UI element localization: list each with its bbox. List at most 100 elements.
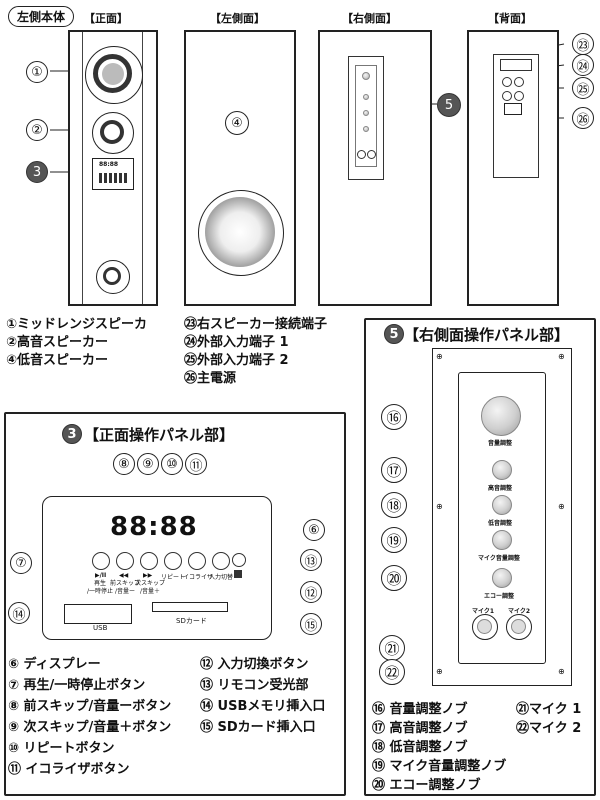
front-legend-left: ⑥ ディスプレー ⑦ 再生/一時停止ボタン ⑧ 前スキップ/音量ーボタン ⑨ 次… (8, 654, 171, 780)
echo-knob-label: エコー調整 (484, 593, 515, 600)
mini-display: 88:88 (99, 161, 119, 168)
legend-item: ⑥ ディスプレー (8, 657, 101, 672)
marker-1: ① (26, 61, 48, 83)
legend-item: ㉓右スピーカー接続端子 (184, 317, 328, 332)
marker-21: ㉑ (379, 635, 405, 661)
woofer-speaker (198, 190, 284, 276)
view-label-front: 【正面】 (84, 12, 128, 25)
unit-legend-left: ①ミッドレンジスピーカ ②高音スピーカー ④低音スピーカー (6, 316, 147, 370)
side-panel-title: 【右側面操作パネル部】 (404, 326, 570, 344)
legend-item: ④低音スピーカー (6, 353, 109, 368)
right-side-view (318, 30, 432, 306)
marker-3: 3 (26, 161, 48, 183)
legend-item: ⑭ USBメモリ挿入口 (200, 699, 326, 714)
unit-legend-right: ㉓右スピーカー接続端子 ㉔外部入力端子 1 ㉕外部入力端子 2 ㉖主電源 (184, 316, 327, 388)
legend-item: ㉑マイク 1 (516, 702, 582, 717)
next-skip-button[interactable] (140, 552, 158, 570)
treble-knob[interactable] (492, 460, 512, 480)
midrange-speaker (85, 46, 143, 104)
echo-knob[interactable] (492, 568, 512, 588)
mic-volume-knob[interactable] (492, 530, 512, 550)
bass-knob-label: 低音調整 (488, 520, 513, 527)
legend-item: ⑳ エコー調整ノブ (372, 778, 481, 793)
view-label-right: 【右側面】 (342, 12, 397, 25)
volume-knob-label: 音量調整 (488, 440, 513, 447)
repeat-button[interactable] (164, 552, 182, 570)
view-label-back: 【背面】 (488, 12, 532, 25)
marker-10: ⑩ (161, 453, 183, 475)
marker-23: ㉓ (572, 33, 594, 55)
view-label-left: 【左側面】 (210, 12, 265, 25)
legend-item: ⑱ 低音調整ノブ (372, 740, 468, 755)
front-panel-section (4, 412, 346, 796)
legend-item: ㉔外部入力端子 1 (184, 335, 289, 350)
left-side-view (184, 30, 296, 306)
volume-knob[interactable] (481, 396, 521, 436)
mini-front-panel: 88:88 (92, 158, 134, 190)
marker-7: ⑦ (10, 552, 32, 574)
sd-slot[interactable] (152, 602, 228, 612)
marker-5: 5 (437, 93, 461, 117)
main-unit-label: 左側本体 (8, 6, 75, 27)
aux-input-1 (502, 77, 512, 87)
marker-4: ④ (225, 111, 249, 135)
marker-9: ⑨ (137, 453, 159, 475)
marker-18: ⑱ (381, 492, 407, 518)
marker-15: ⑮ (300, 613, 322, 635)
usb-slot[interactable] (64, 604, 132, 624)
marker-6: ⑥ (303, 519, 325, 541)
legend-item: ⑯ 音量調整ノブ (372, 702, 468, 717)
legend-item: ㉕外部入力端子 2 (184, 353, 289, 368)
mic-volume-knob-label: マイク音量調整 (478, 555, 520, 562)
legend-item: ⑪ イコライザボタン (8, 762, 130, 777)
marker-19: ⑲ (381, 527, 407, 553)
front-panel-title: 【正面操作パネル部】 (84, 426, 235, 444)
marker-13: ⑬ (300, 549, 322, 571)
legend-item: ⑬ リモコン受光部 (200, 678, 309, 693)
equalizer-button[interactable] (188, 552, 206, 570)
display: 88:88 (110, 512, 198, 542)
front-panel-title-marker: 3 (62, 424, 82, 444)
repeat-label: リピート (160, 574, 185, 581)
back-panel (493, 54, 539, 178)
play-pause-label: 再生 /一時停止 (86, 580, 114, 595)
remote-sensor (232, 553, 246, 567)
bass-knob[interactable] (492, 495, 512, 515)
speaker-terminal (500, 59, 532, 71)
legend-item: ②高音スピーカー (6, 335, 109, 350)
mini-side-panel (348, 56, 384, 180)
legend-item: ⑩ リピートボタン (8, 741, 115, 756)
input-select-button[interactable] (212, 552, 230, 570)
marker-11: ⑪ (185, 453, 207, 475)
mic1-jack[interactable] (472, 614, 498, 640)
mic2-jack[interactable] (506, 614, 532, 640)
side-legend-left: ⑯ 音量調整ノブ ⑰ 高音調整ノブ ⑱ 低音調整ノブ ⑲ マイク音量調整ノブ ⑳… (372, 700, 506, 795)
prev-skip-label: 前スキップ /音量ー (109, 580, 140, 595)
side-panel-plate (432, 348, 572, 686)
prev-skip-button[interactable] (116, 552, 134, 570)
legend-item: ⑨ 次スキップ/音量＋ボタン (8, 720, 172, 735)
marker-8: ⑧ (113, 453, 135, 475)
prev-icon: ◀◀ (119, 572, 129, 579)
legend-item: ⑧ 前スキップ/音量ーボタン (8, 699, 172, 714)
mic1-label: マイク1 (472, 608, 495, 615)
side-panel-title-marker: 5 (384, 324, 404, 344)
power-switch (504, 103, 522, 115)
side-panel-section (364, 318, 596, 796)
marker-2: ② (26, 119, 48, 141)
back-view (467, 30, 559, 306)
usb-label: USB (93, 624, 108, 632)
next-icon: ▶▶ (143, 572, 153, 579)
legend-item: ㉒マイク 2 (516, 721, 582, 736)
remote-sensor-window (234, 570, 242, 578)
marker-26: ㉖ (572, 107, 594, 129)
tweeter-speaker (92, 112, 134, 154)
side-legend-right: ㉑マイク 1 ㉒マイク 2 (516, 700, 581, 738)
equalizer-label: イコライザ (183, 574, 214, 581)
play-pause-icon: ▶/II (95, 572, 107, 579)
aux-input-2 (502, 91, 512, 101)
play-pause-button[interactable] (92, 552, 110, 570)
legend-item: ⑮ SDカード挿入口 (200, 720, 316, 735)
marker-22: ㉒ (379, 659, 405, 685)
front-legend-right: ⑫ 入力切換ボタン ⑬ リモコン受光部 ⑭ USBメモリ挿入口 ⑮ SDカード挿… (200, 654, 325, 738)
